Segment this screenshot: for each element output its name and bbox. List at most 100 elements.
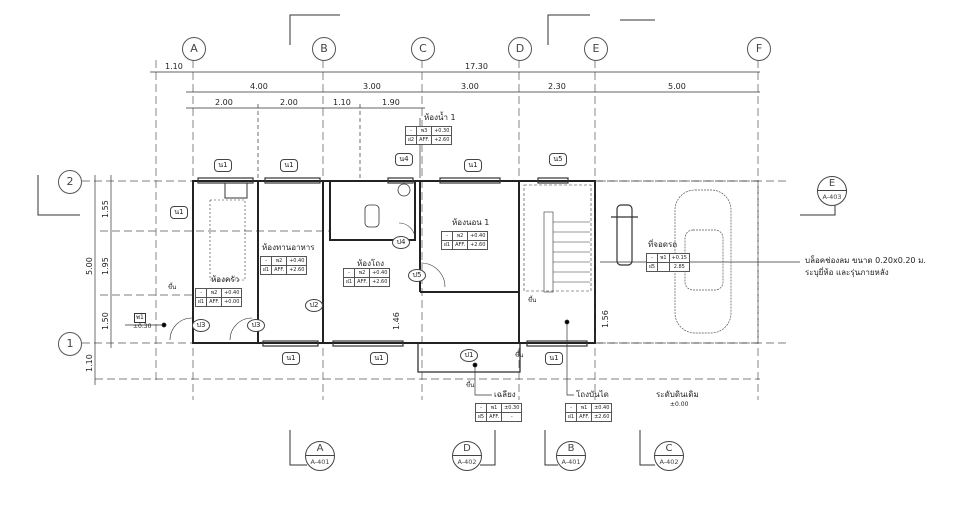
tag-cell: -: [259, 256, 273, 266]
dim-left-overall: 5.00: [85, 257, 94, 275]
bathroom-fixtures: [364, 183, 411, 228]
tag-cell: AFF.: [354, 277, 371, 287]
dim-left-2: 1.95: [101, 257, 110, 275]
tag-cell: พ1: [657, 253, 670, 263]
dim-total: 17.30: [465, 62, 488, 71]
section-sheet: A-401: [561, 458, 581, 466]
tag-cell: ฝ1: [342, 277, 356, 287]
dim-left-bottom: 1.10: [85, 354, 94, 372]
window-tag: น1: [282, 352, 300, 365]
door-tag: ป3: [192, 319, 210, 332]
room-name-parking: ที่จอดรถ: [648, 240, 678, 249]
section-id: D: [453, 442, 481, 456]
tag-cell: +0.40: [286, 256, 308, 266]
door-tag: ป3: [247, 319, 265, 332]
section-id: C: [655, 442, 683, 456]
outside-floor-tag: พ1: [134, 313, 146, 323]
tag-cell: AFF.: [486, 412, 503, 422]
tag-cell: ±0.30: [501, 403, 523, 413]
dim-interior-1: 1.46: [392, 312, 401, 330]
tag-cell: พ1: [486, 403, 503, 413]
tag-cell: +0.40: [369, 268, 391, 278]
tag-cell: +0.30: [431, 126, 453, 136]
section-marker-e: E A-403: [817, 176, 847, 206]
grid-bubble-d: D: [508, 37, 532, 61]
section-marker-c: C A-402: [654, 441, 684, 471]
dim-d-e: 2.30: [548, 82, 566, 91]
window-frames: [197, 177, 588, 347]
dim-sub-4: 1.90: [382, 98, 400, 107]
room-name-kitchen: ห้องครัว: [211, 275, 240, 284]
section-sheet: A-403: [822, 193, 842, 201]
tag-cell: +0.00: [221, 297, 243, 307]
dim-sub-3: 1.10: [333, 98, 351, 107]
tag-cell: พ3: [416, 126, 433, 136]
tag-cell: -: [440, 231, 454, 241]
tag-cell: +2.60: [369, 277, 391, 287]
dim-c-d: 3.00: [461, 82, 479, 91]
ground-level-label: ระดับดินเดิม: [656, 390, 699, 399]
tag-cell: AFF.: [206, 297, 223, 307]
tag-cell: ฝ1: [194, 297, 208, 307]
tag-cell: +2.60: [467, 240, 489, 250]
tag-cell: ฝ1: [259, 265, 273, 275]
grid-bubble-2: 2: [58, 170, 82, 194]
section-id: E: [818, 177, 846, 191]
room-name-dining: ห้องทานอาหาร: [262, 243, 315, 252]
tag-cell: พ1: [576, 403, 593, 413]
dimension-lines: [94, 71, 760, 385]
tag-cell: AFF.: [271, 265, 288, 275]
tag-cell: พ2: [271, 256, 288, 266]
tag-cell: ฝ5: [645, 262, 659, 272]
grid-bubble-1: 1: [58, 332, 82, 356]
up-label: ขึ้น: [515, 352, 524, 359]
tag-cell: +0.40: [221, 288, 243, 298]
tag-cell: -: [404, 126, 418, 136]
tag-cell: -: [194, 288, 208, 298]
tag-cell: -: [474, 403, 488, 413]
window-tag: น1: [170, 206, 188, 219]
door-tag: ป5: [408, 269, 426, 282]
window-tag: น1: [464, 159, 482, 172]
section-sheet: A-401: [310, 458, 330, 466]
dim-e-f: 5.00: [668, 82, 686, 91]
window-tag: น1: [370, 352, 388, 365]
stairs: [523, 184, 592, 293]
section-sheet: A-402: [457, 458, 477, 466]
dim-left-1: 1.55: [101, 200, 110, 218]
tag-cell: AFF.: [452, 240, 469, 250]
tag-cell: +0.15: [668, 253, 690, 263]
door-tag: ป1: [460, 349, 478, 362]
dim-interior-2: 1.56: [601, 310, 610, 328]
door-tag: ป4: [392, 236, 410, 249]
tag-cell: -: [501, 412, 523, 422]
section-sheet: A-402: [659, 458, 679, 466]
grid-bubble-c: C: [411, 37, 435, 61]
tag-cell: ±2.60: [591, 412, 613, 422]
tag-cell: +0.40: [467, 231, 489, 241]
up-label: ขึ้น: [466, 382, 475, 389]
note-line-1: บล็อคช่องลม ขนาด 0.20x0.20 ม.: [805, 256, 926, 265]
dim-b-c: 3.00: [363, 82, 381, 91]
ground-level-value: ±0.00: [670, 401, 689, 408]
window-tag: น1: [280, 159, 298, 172]
up-label: ขึ้น: [168, 284, 177, 291]
window-tag: น1: [545, 352, 563, 365]
level-point: [161, 322, 167, 328]
dim-sub-2: 2.00: [280, 98, 298, 107]
tag-cell: 2.85: [668, 262, 690, 272]
room-name-hall: ห้องโถง: [357, 259, 385, 268]
dim-sub-1: 2.00: [215, 98, 233, 107]
dim-a-b: 4.00: [250, 82, 268, 91]
section-marker-d: D A-402: [452, 441, 482, 471]
grid-lines: [82, 60, 790, 400]
room-name-stair-hall: โถงบันได: [576, 390, 609, 399]
